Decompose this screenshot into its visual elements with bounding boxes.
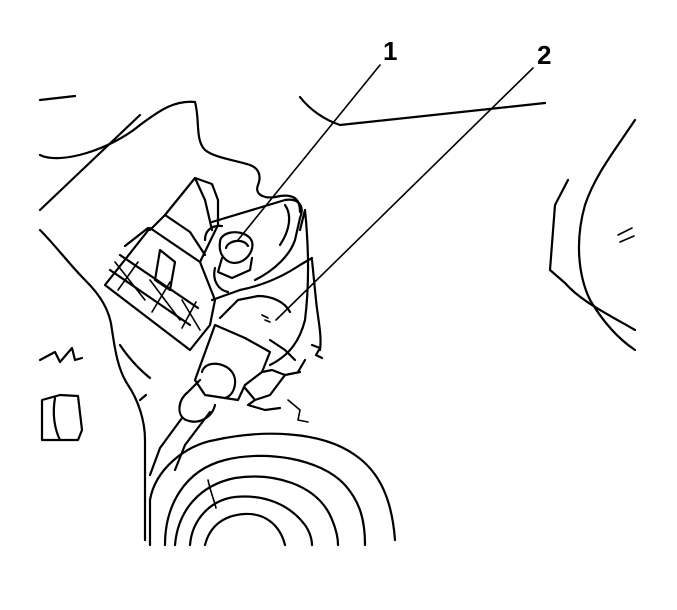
callout-2-label: 2	[537, 40, 551, 70]
connector-harness	[148, 323, 309, 477]
leader-line-2	[275, 67, 534, 321]
lower-round-boss	[148, 432, 397, 547]
leader-lines	[237, 64, 534, 321]
mounting-bolt	[203, 224, 254, 294]
upper-casing	[298, 95, 637, 352]
left-bracket	[38, 346, 84, 442]
sensor-bracket	[210, 198, 324, 374]
callout-1-label: 1	[383, 36, 397, 66]
sensor-body	[103, 176, 220, 352]
housing-outline	[38, 94, 302, 542]
leader-line-1	[237, 64, 381, 241]
